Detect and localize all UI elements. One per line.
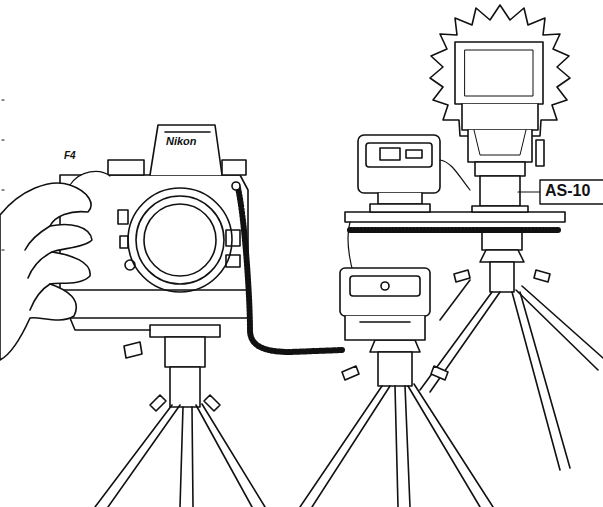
right-tripod	[420, 228, 603, 470]
middle-tripod	[300, 340, 493, 507]
leader-line	[518, 191, 540, 192]
part-name: AS-10	[545, 182, 590, 200]
coiled-cable	[350, 227, 560, 233]
remote-sensor-unit	[358, 135, 470, 212]
coiled-cable	[238, 188, 342, 352]
margin-marks	[2, 100, 4, 250]
hand	[0, 171, 110, 360]
flash-bracket	[345, 212, 565, 222]
flash-unit	[455, 42, 544, 212]
brand-name: Nikon	[166, 135, 197, 147]
flash-adapter	[340, 268, 430, 340]
model-name: F4	[64, 150, 76, 161]
camera-body	[60, 125, 248, 330]
callout-box	[540, 180, 603, 204]
left-tripod	[95, 325, 265, 507]
flash-burst	[430, 5, 570, 136]
